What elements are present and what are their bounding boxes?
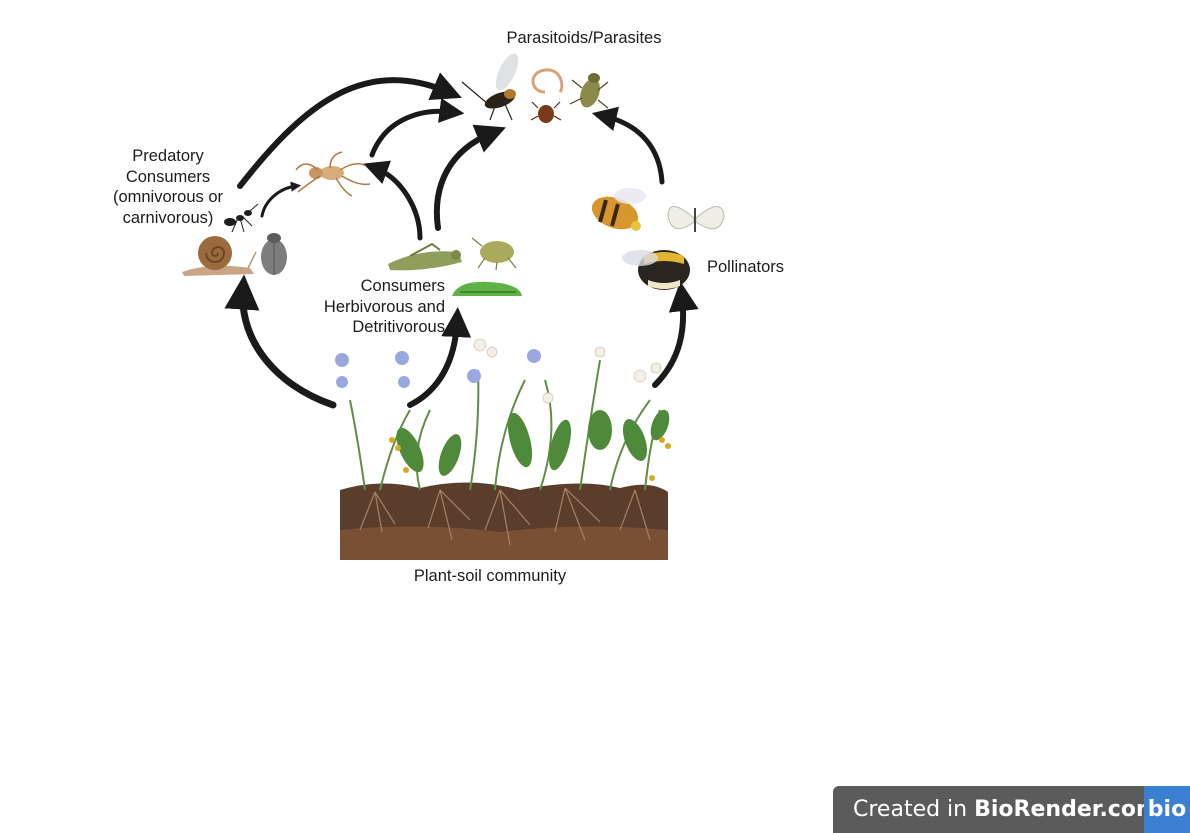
pollinators-label: Pollinators	[707, 258, 785, 276]
arrow-plants-to-predators	[224, 274, 337, 409]
grasshopper-icon	[388, 242, 462, 271]
biorender-logo-icon: bio	[1144, 786, 1190, 833]
predatory-consumers-label: Predatory Consumers (omnivorous or carni…	[112, 147, 224, 227]
created-in-text: Created in	[853, 797, 968, 822]
aphid-icon	[471, 237, 517, 271]
nematode-icon	[531, 68, 564, 94]
parasitoids-label: Parasitoids/Parasites	[506, 29, 662, 47]
butterfly-icon	[667, 206, 725, 232]
biorender-watermark[interactable]: Created in BioRender.com bio	[833, 786, 1190, 833]
caterpillar-icon	[452, 281, 522, 296]
bumblebee-icon	[622, 250, 690, 290]
arrow-ant-to-spider	[260, 181, 302, 218]
arrow-herbivores-to-parasitoids	[433, 124, 506, 231]
brand-text: BioRender.com	[974, 797, 1159, 822]
watermark-text: Created in BioRender.com	[853, 797, 1159, 823]
arrow-pollinators-to-parasitoids	[591, 106, 665, 185]
arrow-spider-to-parasitoids	[369, 98, 465, 158]
beetle-icon	[261, 233, 287, 275]
honeybee-icon	[591, 188, 646, 231]
arrow-plants-to-herbivores	[407, 307, 472, 408]
plant-soil-label: Plant-soil community	[413, 567, 567, 585]
spider-icon	[295, 151, 371, 197]
parasitoid-wasp-icon	[461, 53, 519, 121]
tick-icon	[530, 101, 562, 123]
snail-icon	[182, 236, 257, 276]
arrow-predators-to-parasitoids	[237, 72, 462, 189]
arrows	[224, 72, 699, 409]
arrow-herbivores-to-spider	[363, 160, 423, 241]
plant-soil-illustration	[335, 338, 671, 560]
herbivorous-consumers-label: Consumers Herbivorous and Detritivorous	[323, 277, 445, 336]
ant-icon	[224, 203, 259, 233]
parasitic-fly-icon	[569, 73, 609, 109]
arrow-plants-to-pollinators	[652, 281, 699, 388]
